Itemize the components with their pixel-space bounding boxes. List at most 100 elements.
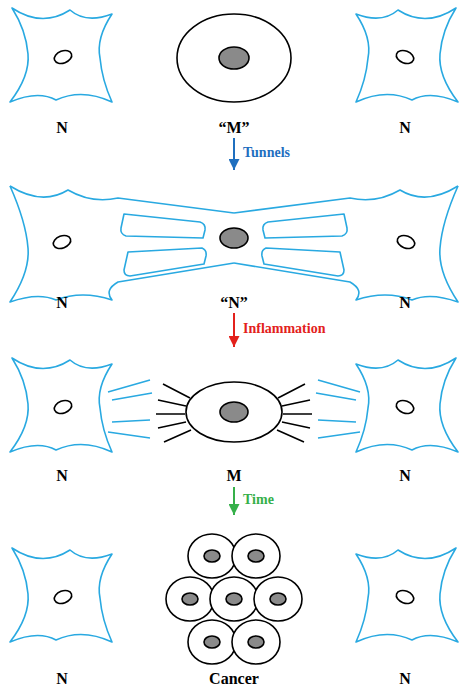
cell-outline	[5, 5, 120, 138]
cell-group	[220, 228, 248, 248]
malignant-cell: “M”	[172, 10, 296, 138]
cell-group	[10, 186, 234, 302]
cell-group	[10, 8, 112, 102]
nucleus	[248, 550, 264, 562]
normal-cell: N	[298, 180, 463, 313]
cell-outline	[348, 5, 463, 138]
cell-group	[316, 358, 458, 452]
cell-group	[10, 186, 234, 302]
nucleus	[226, 593, 242, 605]
cell-membrane	[188, 534, 236, 578]
cancer-cluster: Cancer	[160, 515, 308, 693]
cell-group	[10, 548, 112, 642]
nucleus	[394, 588, 415, 605]
cell-group	[356, 548, 458, 642]
cell-membrane	[188, 620, 236, 664]
cell-group	[10, 548, 112, 642]
nucleus	[52, 48, 73, 65]
nucleus	[204, 636, 220, 648]
cell-group	[10, 358, 152, 452]
cell-membrane	[166, 577, 214, 621]
nucleus	[52, 398, 73, 415]
nucleus	[220, 402, 248, 422]
cell-group	[316, 358, 458, 452]
cell-membrane	[10, 548, 112, 642]
arrow-label: Tunnels	[243, 145, 290, 161]
cell-group	[234, 186, 458, 302]
cell-outline	[172, 10, 296, 138]
cell-outline	[160, 515, 308, 693]
cell-label: M	[189, 467, 279, 485]
nucleus	[394, 398, 415, 415]
cell-outline	[298, 180, 463, 313]
cell-outline	[190, 170, 278, 313]
tunnel	[262, 248, 344, 276]
cell-outline	[180, 347, 288, 487]
normal-cell: N	[5, 180, 170, 313]
nucleus	[220, 228, 248, 248]
broken-tunnel	[316, 380, 360, 438]
cell-label: N	[17, 294, 107, 312]
cell-label: N	[360, 119, 450, 137]
cell-membrane	[210, 577, 258, 621]
cell-membrane	[234, 186, 458, 302]
cell-group	[166, 534, 302, 664]
cell-group	[10, 8, 112, 102]
cell-group	[156, 382, 312, 442]
cell-membrane	[356, 548, 458, 642]
normal-cell: N	[348, 5, 463, 138]
cell-group	[356, 8, 458, 102]
cell-label: N	[17, 467, 107, 485]
normal-cell: N	[323, 352, 463, 487]
cell-membrane	[10, 186, 234, 302]
nucleus	[395, 233, 416, 250]
normal-cell: N	[348, 545, 463, 693]
nucleus	[52, 588, 73, 605]
cell-outline	[5, 352, 145, 487]
cell-label: N	[360, 467, 450, 485]
nucleus	[219, 47, 249, 69]
cell-membrane	[254, 577, 302, 621]
cell-membrane	[232, 534, 280, 578]
broken-tunnel	[156, 384, 312, 442]
cell-label: N	[17, 119, 107, 137]
cell-membrane	[10, 8, 112, 102]
nucleus	[182, 593, 198, 605]
tunnel	[263, 214, 347, 238]
nucleus	[270, 593, 286, 605]
cell-membrane	[10, 358, 112, 452]
cell-label: “M”	[189, 119, 279, 137]
broken-tunnel	[108, 380, 152, 438]
cell-group	[234, 186, 458, 302]
cell-group	[166, 534, 302, 664]
cell-label: “N”	[189, 294, 279, 312]
arrow-label: Time	[243, 492, 274, 508]
cell-label: N	[17, 670, 107, 688]
cell-group	[356, 8, 458, 102]
malignant-cell: M	[180, 347, 288, 487]
tunnel	[124, 248, 206, 276]
cell-group	[156, 382, 312, 442]
flow-arrow	[233, 138, 235, 170]
cell-membrane	[356, 8, 458, 102]
flow-arrow	[233, 487, 235, 515]
normal-cell: N	[5, 352, 145, 487]
tunnel	[121, 214, 205, 238]
arrow-label: Inflammation	[243, 321, 325, 337]
cell-membrane	[356, 358, 458, 452]
cell-group	[356, 548, 458, 642]
nucleus	[248, 636, 264, 648]
nucleus	[394, 48, 415, 65]
cell-outline	[5, 180, 170, 313]
flow-arrow	[233, 313, 235, 347]
nucleus	[204, 550, 220, 562]
cell-label: Cancer	[189, 670, 279, 688]
cell-membrane	[177, 14, 291, 102]
converted-cell: “N”	[190, 170, 278, 313]
cell-group	[177, 14, 291, 102]
cell-membrane	[232, 620, 280, 664]
cell-label: N	[360, 294, 450, 312]
cell-group	[177, 14, 291, 102]
cell-label: N	[360, 670, 450, 688]
